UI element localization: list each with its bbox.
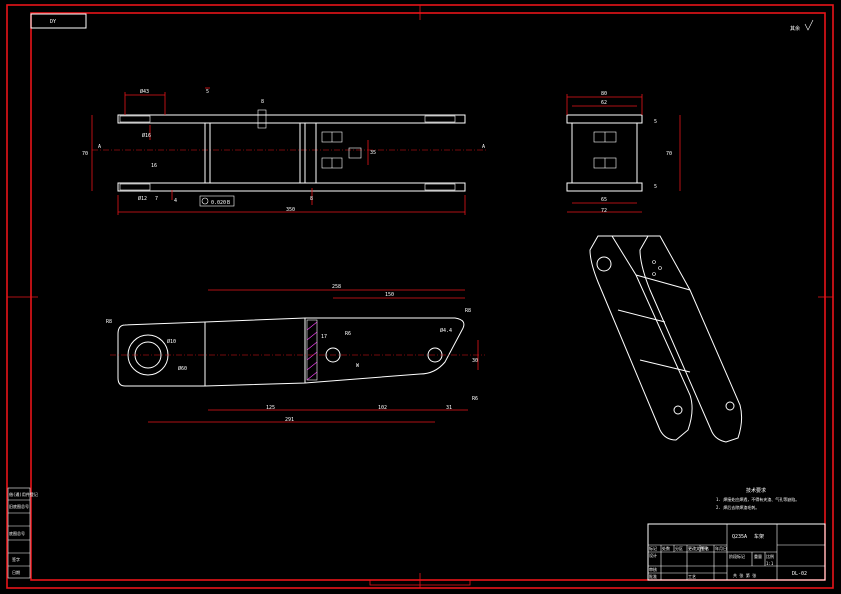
top-l125: 125 [266,405,275,411]
tb-part-name: 车架 [754,533,764,540]
side-view: 80 62 70 5 5 65 72 [566,91,681,214]
dim-d10: 8 [310,196,313,202]
code-box [30,13,87,29]
tb-design: 设计 [649,552,657,558]
top-view: 258 150 R8 Ø10 Ø60 R6 Ø4.4 R8 17 30 125 … [106,284,485,423]
tab-1: 旧底图总号 [9,503,29,509]
dim-d1: Ø43 [140,88,149,95]
top-d-big: Ø60 [178,365,187,372]
top-r-left: R8 [106,319,112,325]
tb-label-3: 更改文件号 [688,545,708,551]
top-r-bot: R6 [472,396,478,402]
tb-approve: 批准 [649,573,657,579]
title-block: Q235A 车架 DL-02 标记 处数 分区 更改文件号 签名 年月日 设计 … [647,523,826,581]
dim-d7: 7 [155,196,158,202]
side-w-top: 80 [601,91,607,97]
centering-marks [7,5,833,588]
dim-d11: 35 [370,150,376,156]
tb-label-5: 年月日 [715,545,727,551]
dim-d4: Ø16 [142,132,151,139]
outer-border [6,4,834,589]
tb-scale-val: 1:1 [766,561,774,566]
section-a-left: A [98,144,101,150]
dim-d3: 8 [261,99,264,105]
tb-check: 审核 [649,566,657,572]
side-h-mid: 5 [654,119,657,125]
tb-craft: 工艺 [688,574,696,579]
tolerance: 0.020 [211,200,226,206]
section-a-right: A [482,144,485,150]
tb-label-4: 签名 [701,545,709,551]
dim-d6: Ø12 [138,195,147,202]
inner-border [30,12,826,581]
side-w-b1: 65 [601,197,607,203]
side-h-bot: 5 [654,184,657,190]
tb-label-2: 分区 [675,545,683,551]
top-d-hole: Ø10 [167,338,176,345]
top-overall: 258 [332,284,341,290]
dim-d8: 4 [174,198,177,204]
tech-notes: 技术要求 1. 焊接处应焊透，不得有夹渣、气孔等缺陷。 2. 焊后去除焊渣毛刺。 [716,487,799,510]
dim-d2: 5 [206,89,209,95]
top-r-right: R8 [465,308,471,314]
dim-d5: 70 [82,151,88,157]
tb-scale: 比例 [766,553,774,559]
tech-notes-title: 技术要求 [746,487,766,494]
side-w-inner: 62 [601,100,607,106]
top-h30: 30 [472,358,478,364]
top-l31: 31 [446,405,452,411]
code-box-text: DY [50,19,56,25]
front-view: Ø43 5 8 Ø16 70 Ø12 7 4 350 8 35 16 A A 0… [82,87,488,215]
roughness-note: 其余 [790,25,800,32]
tb-stage: 阶段标记 [729,553,745,559]
tb-weight: 重量 [754,553,762,559]
tab-4: 日期 [12,569,20,575]
tb-sheet-info: 共 张 第 张 [733,572,756,578]
tb-material: Q235A [732,534,747,540]
top-w17: 17 [321,334,327,340]
tech-notes-line2: 2. 焊后去除焊渣毛刺。 [716,504,759,510]
tb-label-0: 标记 [649,545,657,551]
tab-3: 签字 [12,556,20,562]
weld-hatch [306,321,318,381]
dim-d12: 16 [151,163,157,169]
left-side-tabs: 借(通)用件登记 旧底图总号 底图总号 签字 日期 [7,487,38,579]
tb-label-1: 处数 [662,545,670,551]
top-note-w: W [356,363,360,369]
top-l291: 291 [285,417,294,423]
dim-d9: 350 [286,207,295,213]
top-r-hole: R6 [345,331,351,337]
tb-drawing-no: DL-02 [792,571,807,577]
tab-2: 底图总号 [9,530,25,536]
top-span150: 150 [385,292,394,298]
top-l102: 102 [378,405,387,411]
roughness-symbol [804,19,814,31]
tab-0: 借(通)用件登记 [9,491,38,497]
datum: B [227,200,230,206]
isometric-view [589,235,743,443]
top-d-small: Ø4.4 [440,327,452,334]
side-w-b2: 72 [601,208,607,214]
tech-notes-line1: 1. 焊接处应焊透，不得有夹渣、气孔等缺陷。 [716,496,799,502]
side-h-right: 70 [666,151,672,157]
